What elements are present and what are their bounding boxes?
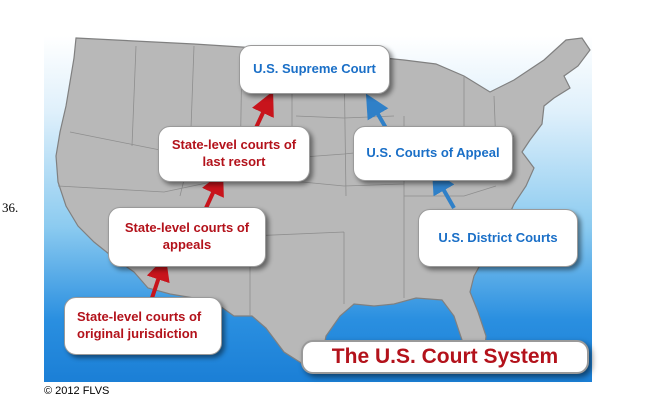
question-number: 36. bbox=[2, 200, 19, 215]
state-original-jurisdiction-box: State-level courts of original jurisdict… bbox=[64, 297, 222, 355]
state-original-line2: original jurisdiction bbox=[77, 326, 198, 341]
us-courts-of-appeal-box: U.S. Courts of Appeal bbox=[353, 126, 513, 181]
us-supreme-court-label: U.S. Supreme Court bbox=[253, 61, 376, 77]
state-appeals-line2: appeals bbox=[162, 237, 212, 252]
us-courts-of-appeal-label: U.S. Courts of Appeal bbox=[366, 145, 500, 161]
diagram-title: The U.S. Court System bbox=[301, 340, 589, 374]
us-district-courts-box: U.S. District Courts bbox=[418, 209, 578, 267]
copyright-notice: © 2012 FLVS bbox=[44, 385, 110, 397]
state-last-resort-box: State-level courts of last resort bbox=[158, 126, 310, 182]
state-last-resort-line1: State-level courts of bbox=[171, 137, 297, 153]
us-supreme-court-box: U.S. Supreme Court bbox=[239, 45, 390, 94]
state-appeals-line1: State-level courts of bbox=[124, 220, 250, 236]
state-appeals-box: State-level courts of appeals bbox=[108, 207, 266, 267]
state-last-resort-line2: last resort bbox=[202, 154, 266, 169]
state-original-line1: State-level courts of bbox=[77, 309, 202, 325]
us-district-courts-label: U.S. District Courts bbox=[438, 229, 558, 245]
